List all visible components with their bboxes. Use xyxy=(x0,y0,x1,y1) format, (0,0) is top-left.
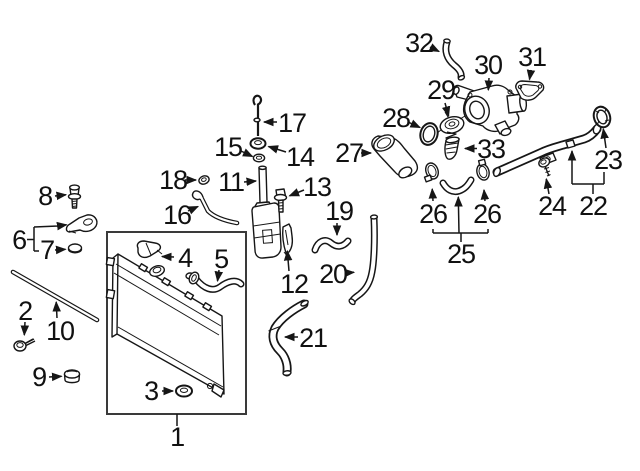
callout-27[interactable]: 27 xyxy=(335,138,373,168)
callout-label-18[interactable]: 18 xyxy=(159,165,188,195)
callout-23[interactable]: 23 xyxy=(594,127,623,175)
part-bolt-2 xyxy=(13,338,36,352)
callout-22[interactable]: 22 xyxy=(567,149,608,221)
callout-21[interactable]: 21 xyxy=(283,323,328,353)
callout-label-7[interactable]: 7 xyxy=(40,235,55,265)
callout-label-33[interactable]: 33 xyxy=(477,134,506,164)
callout-label-3[interactable]: 3 xyxy=(144,376,159,406)
callout-5[interactable]: 5 xyxy=(214,244,229,283)
callout-25[interactable]: 25 xyxy=(432,195,489,269)
callout-label-20[interactable]: 20 xyxy=(319,259,348,289)
part-washer-14 xyxy=(249,137,267,150)
callout-label-29[interactable]: 29 xyxy=(427,75,456,105)
callout-label-1[interactable]: 1 xyxy=(170,422,185,452)
callout-label-10[interactable]: 10 xyxy=(46,316,75,346)
part-bolt-13 xyxy=(273,188,288,213)
callout-11[interactable]: 11 xyxy=(218,167,258,197)
callout-label-26a[interactable]: 26 xyxy=(419,199,448,229)
callout-9[interactable]: 9 xyxy=(32,362,63,392)
callout-label-23[interactable]: 23 xyxy=(594,145,623,175)
part-oring-23 xyxy=(592,105,612,129)
callout-26a[interactable]: 26 xyxy=(419,187,448,229)
callout-label-17[interactable]: 17 xyxy=(278,108,307,138)
callout-1[interactable]: 1 xyxy=(170,414,185,452)
callout-17[interactable]: 17 xyxy=(262,108,307,138)
part-water-pipe xyxy=(492,123,602,178)
callout-label-31[interactable]: 31 xyxy=(518,42,547,72)
part-thermostat-housing xyxy=(452,84,528,137)
callout-8[interactable]: 8 xyxy=(38,181,68,211)
callout-label-28[interactable]: 28 xyxy=(382,103,411,133)
part-thermostat-29 xyxy=(436,111,466,142)
callout-label-25[interactable]: 25 xyxy=(447,239,476,269)
part-seal-strip xyxy=(10,269,100,323)
callout-label-11[interactable]: 11 xyxy=(218,167,245,197)
part-grommet-3 xyxy=(175,384,193,398)
part-hose-32 xyxy=(442,38,466,81)
callout-13[interactable]: 13 xyxy=(288,172,332,202)
part-radiator xyxy=(105,253,225,398)
callout-7[interactable]: 7 xyxy=(40,235,67,265)
part-hose-20 xyxy=(348,214,379,306)
part-valve-33 xyxy=(444,136,460,160)
part-bracket-4 xyxy=(136,240,163,259)
part-bolt-24 xyxy=(538,157,551,177)
part-hose-25 xyxy=(439,176,475,196)
part-grommet-7 xyxy=(67,243,83,254)
callout-12[interactable]: 12 xyxy=(280,249,309,299)
part-rod-17 xyxy=(252,94,263,136)
callout-label-5[interactable]: 5 xyxy=(214,244,229,274)
callout-2[interactable]: 2 xyxy=(18,296,33,337)
part-oring-15 xyxy=(252,153,266,163)
part-hose-19 xyxy=(311,237,352,254)
callout-label-6[interactable]: 6 xyxy=(12,225,27,255)
part-clamp-26b xyxy=(476,158,490,181)
callout-label-26b[interactable]: 26 xyxy=(473,199,502,229)
part-gasket-31 xyxy=(515,80,545,101)
callout-3[interactable]: 3 xyxy=(144,376,175,406)
callout-label-13[interactable]: 13 xyxy=(303,172,332,202)
callout-6[interactable]: 6 xyxy=(12,225,66,255)
callout-label-27[interactable]: 27 xyxy=(335,138,364,168)
callout-26b[interactable]: 26 xyxy=(473,188,502,229)
callout-30[interactable]: 30 xyxy=(474,50,503,92)
callout-4[interactable]: 4 xyxy=(160,243,194,273)
callout-31[interactable]: 31 xyxy=(518,42,547,81)
callout-18[interactable]: 18 xyxy=(159,165,198,195)
part-gasket-28 xyxy=(419,122,439,146)
callout-14[interactable]: 14 xyxy=(267,142,316,172)
callout-label-9[interactable]: 9 xyxy=(32,362,47,392)
part-bolt-8 xyxy=(67,184,82,209)
callout-20[interactable]: 20 xyxy=(319,259,356,289)
callout-28[interactable]: 28 xyxy=(382,103,422,133)
callout-label-16[interactable]: 16 xyxy=(163,200,192,230)
part-upper-hose xyxy=(188,271,245,293)
callout-label-14[interactable]: 14 xyxy=(286,142,316,172)
callout-label-21[interactable]: 21 xyxy=(299,323,328,353)
callout-label-15[interactable]: 15 xyxy=(214,132,243,162)
callout-16[interactable]: 16 xyxy=(163,200,200,230)
callout-33[interactable]: 33 xyxy=(463,134,506,164)
callout-32[interactable]: 32 xyxy=(405,28,441,58)
callout-label-12[interactable]: 12 xyxy=(280,269,309,299)
callout-label-32[interactable]: 32 xyxy=(405,28,434,58)
callout-19[interactable]: 19 xyxy=(325,196,354,237)
callout-10[interactable]: 10 xyxy=(46,300,75,346)
part-ring-18 xyxy=(198,175,210,185)
callout-label-4[interactable]: 4 xyxy=(178,243,194,273)
callout-label-19[interactable]: 19 xyxy=(325,196,354,226)
part-water-inlet xyxy=(371,134,419,179)
callout-label-24[interactable]: 24 xyxy=(538,191,568,221)
callout-15[interactable]: 15 xyxy=(214,132,254,162)
callout-24[interactable]: 24 xyxy=(538,177,568,221)
callout-29[interactable]: 29 xyxy=(427,75,456,118)
callout-label-22[interactable]: 22 xyxy=(579,191,608,221)
part-grommet-9 xyxy=(63,369,81,384)
callout-label-2[interactable]: 2 xyxy=(18,296,33,326)
part-clamp-26a xyxy=(423,162,439,183)
callout-label-30[interactable]: 30 xyxy=(474,50,503,80)
part-overflow-tube xyxy=(191,190,240,226)
callout-label-8[interactable]: 8 xyxy=(38,181,53,211)
part-lower-hose xyxy=(268,299,309,377)
